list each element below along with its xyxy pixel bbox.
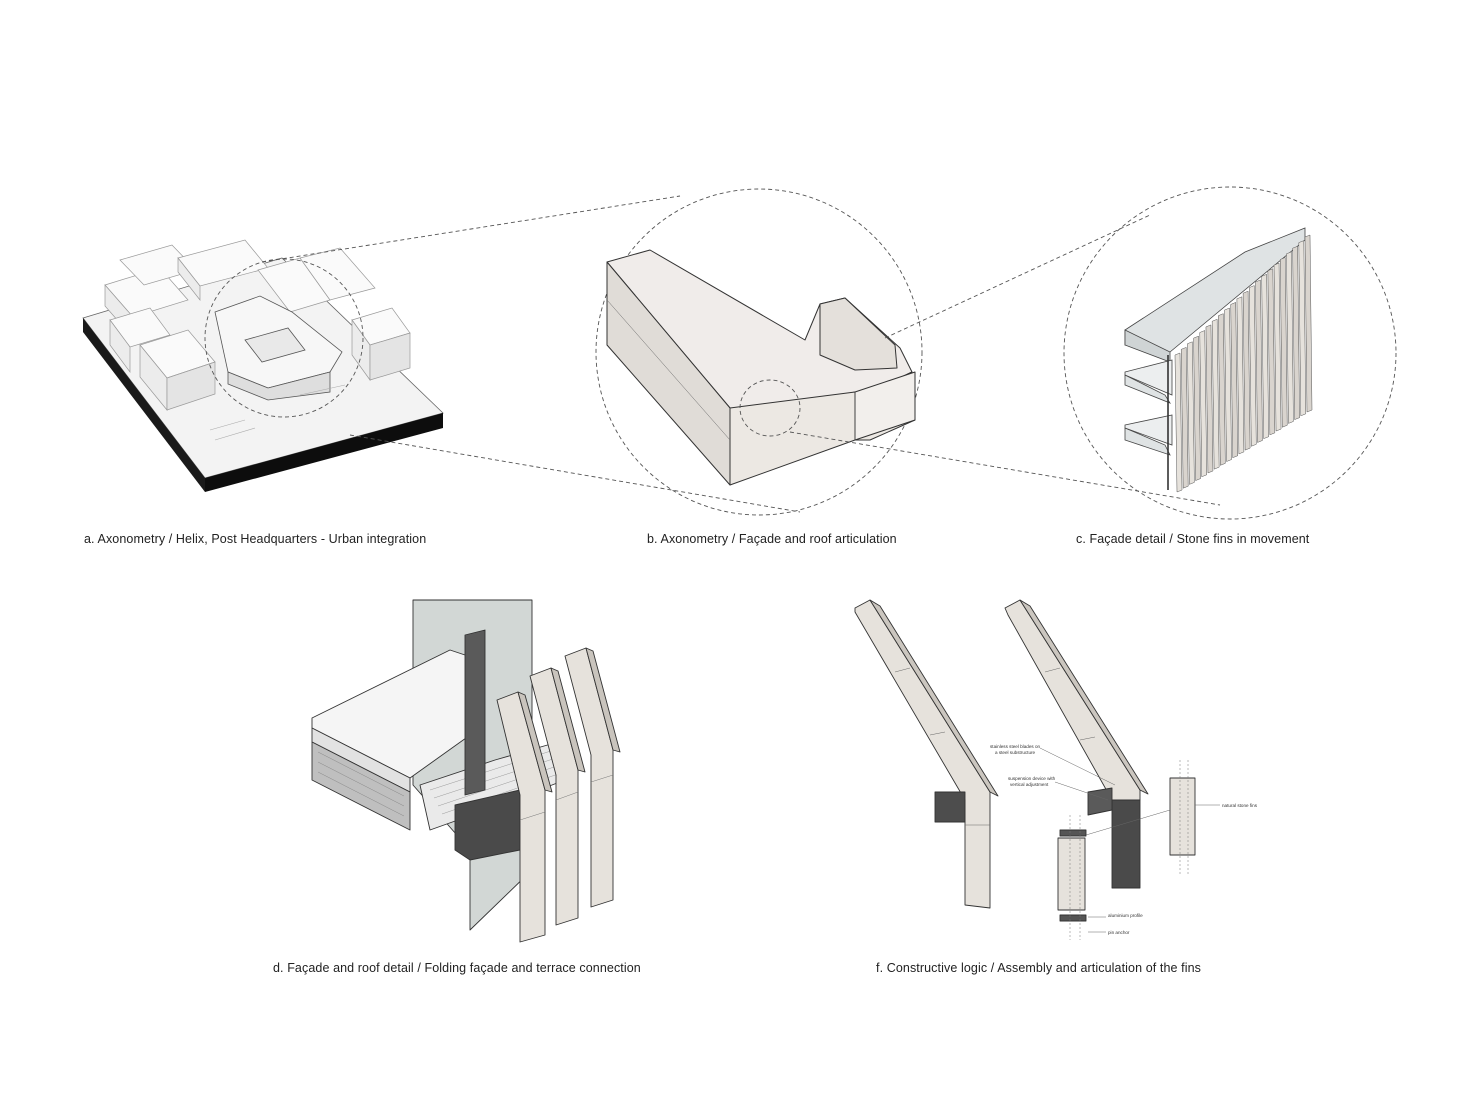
facade-roof-detail xyxy=(311,599,621,943)
stone-fin xyxy=(1249,285,1257,447)
building-axonometry xyxy=(595,188,923,516)
floor-slab-1 xyxy=(1124,374,1171,404)
caption-a: a. Axonometry / Helix, Post Headquarters… xyxy=(84,532,427,546)
stone-fin xyxy=(1180,347,1189,489)
stone-fin xyxy=(1292,245,1300,420)
stone-fin xyxy=(1174,352,1183,493)
annotation-aluminium: aluminium profile xyxy=(1108,913,1143,918)
caption-f: f. Constructive logic / Assembly and art… xyxy=(876,961,1202,975)
steel-column xyxy=(464,629,486,796)
projection-lines-b-c xyxy=(789,214,1221,506)
stone-fin xyxy=(1286,251,1294,424)
constructive-logic xyxy=(854,599,1196,940)
stone-fin xyxy=(1187,341,1195,485)
building-wing xyxy=(819,297,898,371)
aluminium-profile xyxy=(1059,914,1087,922)
projection-lines-a-b xyxy=(261,195,801,513)
stone-fin xyxy=(1224,307,1232,462)
annotation-stone: natural stone fins xyxy=(1222,803,1258,808)
stone-fin xyxy=(1205,324,1214,474)
surrounding-buildings xyxy=(104,239,411,411)
annotation-pin: pin anchor xyxy=(1108,930,1130,935)
stone-panel-exploded xyxy=(1057,837,1086,911)
stone-fin xyxy=(1211,318,1220,470)
stone-fin xyxy=(1230,302,1238,459)
stone-fin xyxy=(1193,335,1201,481)
fin-f-right xyxy=(1004,599,1141,801)
stone-fins-detail xyxy=(1063,186,1397,520)
annotation-suspension: suspension device with xyxy=(1008,776,1056,781)
steel-plate xyxy=(1111,799,1141,889)
helix-building xyxy=(214,295,343,401)
stone-fin xyxy=(1218,313,1226,466)
floor-slab-2 xyxy=(1124,427,1171,456)
zoom-circle-c xyxy=(1063,186,1397,520)
urban-site-model xyxy=(82,239,444,492)
stone-fin xyxy=(1304,234,1313,413)
stone-fin xyxy=(1261,273,1269,440)
stone-fin xyxy=(1236,296,1245,455)
annotations-f: stainless steel blades on a steel substr… xyxy=(990,744,1258,935)
steel-beam xyxy=(454,789,521,861)
stone-fin xyxy=(1279,257,1288,428)
zoom-circle-a xyxy=(204,258,364,418)
stone-fin xyxy=(1298,240,1307,417)
stone-fin xyxy=(1255,279,1263,443)
zoom-circle-b xyxy=(595,188,923,516)
caption-d: d. Façade and roof detail / Folding faça… xyxy=(273,961,641,975)
stone-fin xyxy=(1242,290,1251,451)
stone-fin xyxy=(1273,262,1282,432)
caption-b: b. Axonometry / Façade and roof articula… xyxy=(647,532,897,546)
annotation-suspension-2: vertical adjustment xyxy=(1010,782,1049,787)
stone-fin xyxy=(1199,330,1208,478)
road-markings xyxy=(209,384,346,441)
bracket-left xyxy=(934,791,966,823)
caption-c: c. Façade detail / Stone fins in movemen… xyxy=(1076,532,1310,546)
insulation-band xyxy=(311,741,411,831)
stone-fin xyxy=(1267,268,1276,436)
annotation-blades-2: a steel substructure xyxy=(995,750,1036,755)
stone-fins-array xyxy=(1174,234,1313,493)
annotation-blades: stainless steel blades on xyxy=(990,744,1040,749)
